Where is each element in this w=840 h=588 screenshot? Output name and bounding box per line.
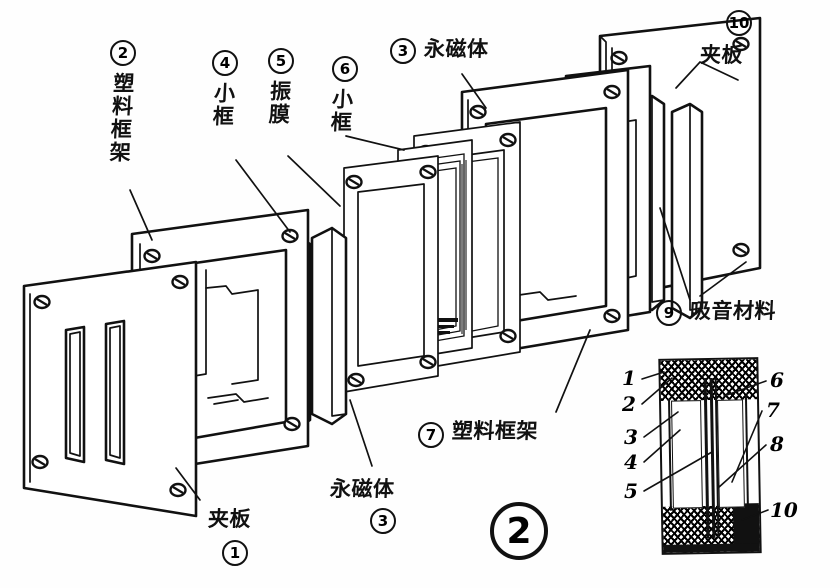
leader-lines: [129, 60, 747, 501]
cross-section-left-cavity: [671, 400, 703, 509]
cross-section-callout-2: 2: [622, 392, 636, 416]
label-clamp-plate-1: 夹板: [207, 507, 252, 531]
callout-index-9: 9: [656, 300, 682, 326]
label-clamp-plate-10: 夹板: [699, 43, 744, 67]
callout-index-7: 7: [418, 422, 444, 448]
label-small-frame-6: 小框: [327, 88, 355, 134]
label-diaphragm-5: 振膜: [265, 80, 293, 126]
label-permanent-magnet-3-bottom: 永磁体: [329, 477, 396, 501]
cross-section-callout-1: 1: [622, 366, 636, 390]
callout-index-4: 4: [212, 50, 238, 76]
label-sound-absorbing-material-9: 吸音材料: [689, 299, 777, 323]
part-front-clamp-plate-1: [22, 260, 198, 518]
cross-section-top-absorber: [660, 359, 758, 401]
part-small-frame-4: [343, 155, 439, 393]
callout-index-5: 5: [268, 48, 294, 74]
callout-index-3-bottom: 3: [370, 508, 396, 534]
cross-section-callout-10: 10: [770, 498, 798, 522]
callout-index-3-top: 3: [390, 38, 416, 64]
label-plastic-frame-2: 塑料框架: [106, 72, 136, 164]
cross-section-callout-3: 3: [624, 425, 638, 449]
cross-section-right-cavity: [717, 399, 745, 508]
label-plastic-frame-7: 塑料框架: [451, 419, 539, 443]
callout-index-10: 10: [726, 10, 752, 36]
cross-section-callout-5: 5: [624, 479, 638, 503]
callout-index-1: 1: [222, 540, 248, 566]
cross-section-view: [658, 357, 762, 555]
cross-section-callout-4: 4: [624, 450, 638, 474]
callout-index-6: 6: [332, 56, 358, 82]
cross-section-callout-7: 7: [766, 398, 780, 422]
label-small-frame-4: 小框: [209, 82, 237, 128]
label-permanent-magnet-3-top: 永磁体: [423, 37, 490, 61]
figure-number: 2: [490, 502, 548, 560]
cross-section-callout-6: 6: [770, 368, 784, 392]
cross-section-base-bar: [663, 543, 760, 553]
cross-section-callout-8: 8: [770, 432, 784, 456]
callout-index-2: 2: [110, 40, 136, 66]
